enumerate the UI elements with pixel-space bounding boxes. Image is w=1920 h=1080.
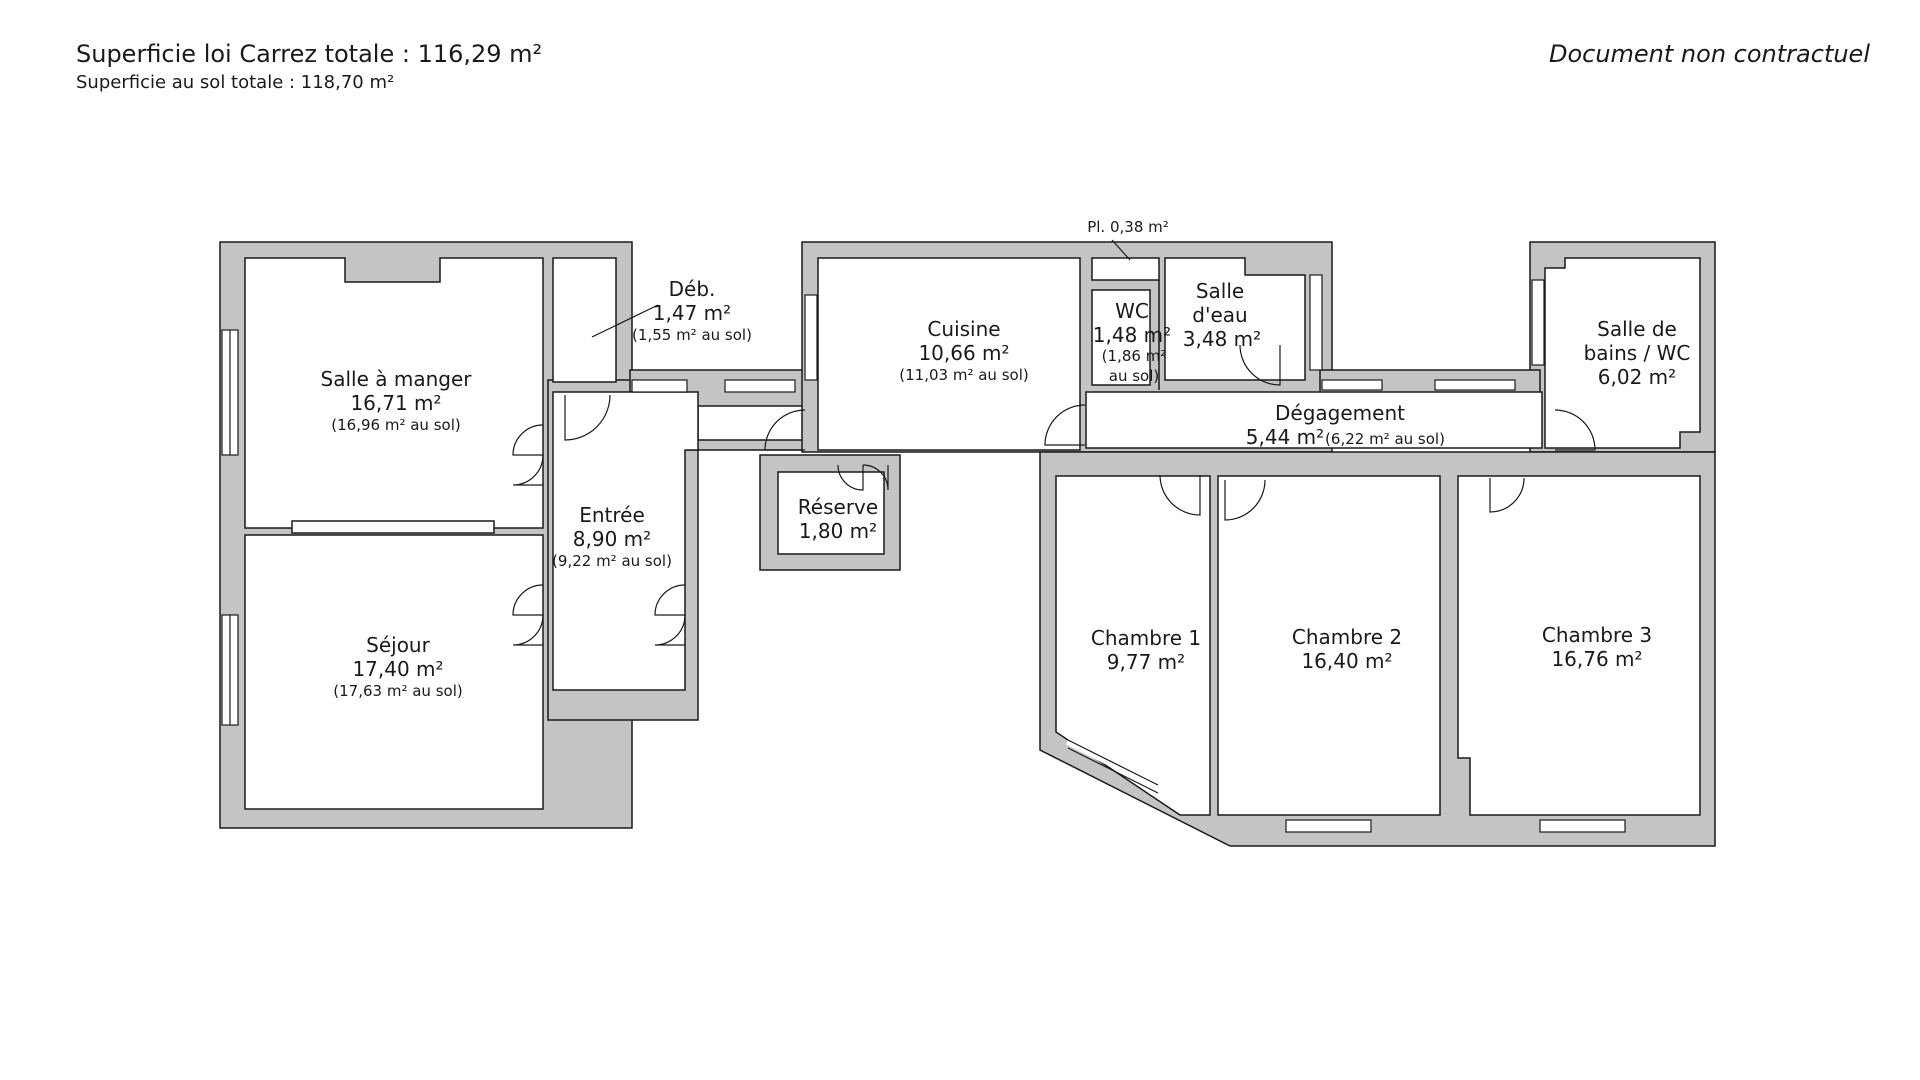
floor-chambre-2 — [1217, 475, 1441, 816]
label-wc: WC — [1115, 299, 1149, 323]
floor-area-entree: (9,22 m² au sol) — [552, 552, 672, 570]
floor-cuisine — [817, 257, 1081, 451]
floor-area-degagement: (6,22 m² au sol) — [1325, 430, 1445, 448]
label-chambre-1: Chambre 1 — [1091, 626, 1201, 650]
area-reserve: 1,80 m² — [799, 519, 877, 543]
area-chambre-1: 9,77 m² — [1107, 650, 1185, 674]
carrez-total: Superficie loi Carrez totale : 116,29 m² — [76, 40, 543, 68]
sliding-partition — [291, 520, 495, 534]
label-placard: Pl. 0,38 m² — [1087, 218, 1169, 236]
area-chambre-3: 16,76 m² — [1551, 647, 1642, 671]
floor-area-sejour: (17,63 m² au sol) — [333, 682, 462, 700]
floor-area-cuisine: (11,03 m² au sol) — [899, 366, 1028, 384]
floor-chambre-1 — [1055, 475, 1211, 816]
floor-area-wc-a: (1,86 m² — [1102, 347, 1167, 365]
area-entree: 8,90 m² — [573, 527, 651, 551]
floor-salle-deau — [1164, 257, 1306, 381]
area-sejour: 17,40 m² — [352, 657, 443, 681]
area-cuisine: 10,66 m² — [918, 341, 1009, 365]
label-sejour: Séjour — [366, 633, 430, 657]
label-chambre-3: Chambre 3 — [1542, 623, 1652, 647]
label-degagement: Dégagement — [1275, 401, 1405, 425]
label-entree: Entrée — [579, 503, 645, 527]
floor-reserve — [777, 471, 885, 555]
area-degagement: 5,44 m² — [1246, 425, 1324, 449]
area-deb: 1,47 m² — [653, 301, 731, 325]
label-chambre-2: Chambre 2 — [1292, 625, 1402, 649]
area-salle-de-bains: 6,02 m² — [1598, 365, 1676, 389]
floor-placard — [1091, 257, 1160, 281]
label-deb: Déb. — [669, 277, 716, 301]
label-salle-deau-a: Salle — [1196, 279, 1244, 303]
floor-total: Superficie au sol totale : 118,70 m² — [76, 72, 395, 93]
label-salle-deau-b: d'eau — [1192, 303, 1247, 327]
floor-area-salle-a-manger: (16,96 m² au sol) — [331, 416, 460, 434]
doors — [512, 239, 1596, 646]
room-labels: Salle à manger 16,71 m² (16,96 m² au sol… — [321, 218, 1691, 700]
label-reserve: Réserve — [798, 495, 878, 519]
label-salle-a-manger: Salle à manger — [321, 367, 473, 391]
label-salle-de-bains-b: bains / WC — [1584, 341, 1691, 365]
floor-deb — [552, 257, 617, 383]
label-cuisine: Cuisine — [927, 317, 1000, 341]
floor-degagement — [1085, 391, 1543, 449]
floor-salle-de-bains — [1544, 257, 1701, 449]
floor-sejour — [244, 534, 544, 810]
partitions — [291, 280, 1160, 534]
floor-chambre-3 — [1457, 475, 1701, 816]
windows — [221, 274, 1626, 833]
label-salle-de-bains-a: Salle de — [1597, 317, 1677, 341]
floor-wc — [1091, 289, 1151, 386]
area-chambre-2: 16,40 m² — [1301, 649, 1392, 673]
disclaimer: Document non contractuel — [1548, 40, 1870, 68]
area-salle-deau: 3,48 m² — [1183, 327, 1261, 351]
room-floors — [244, 257, 1701, 816]
area-salle-a-manger: 16,71 m² — [350, 391, 441, 415]
area-wc: 1,48 m² — [1093, 323, 1171, 347]
floor-area-deb: (1,55 m² au sol) — [632, 326, 752, 344]
floor-area-wc-b: au sol) — [1109, 367, 1159, 385]
